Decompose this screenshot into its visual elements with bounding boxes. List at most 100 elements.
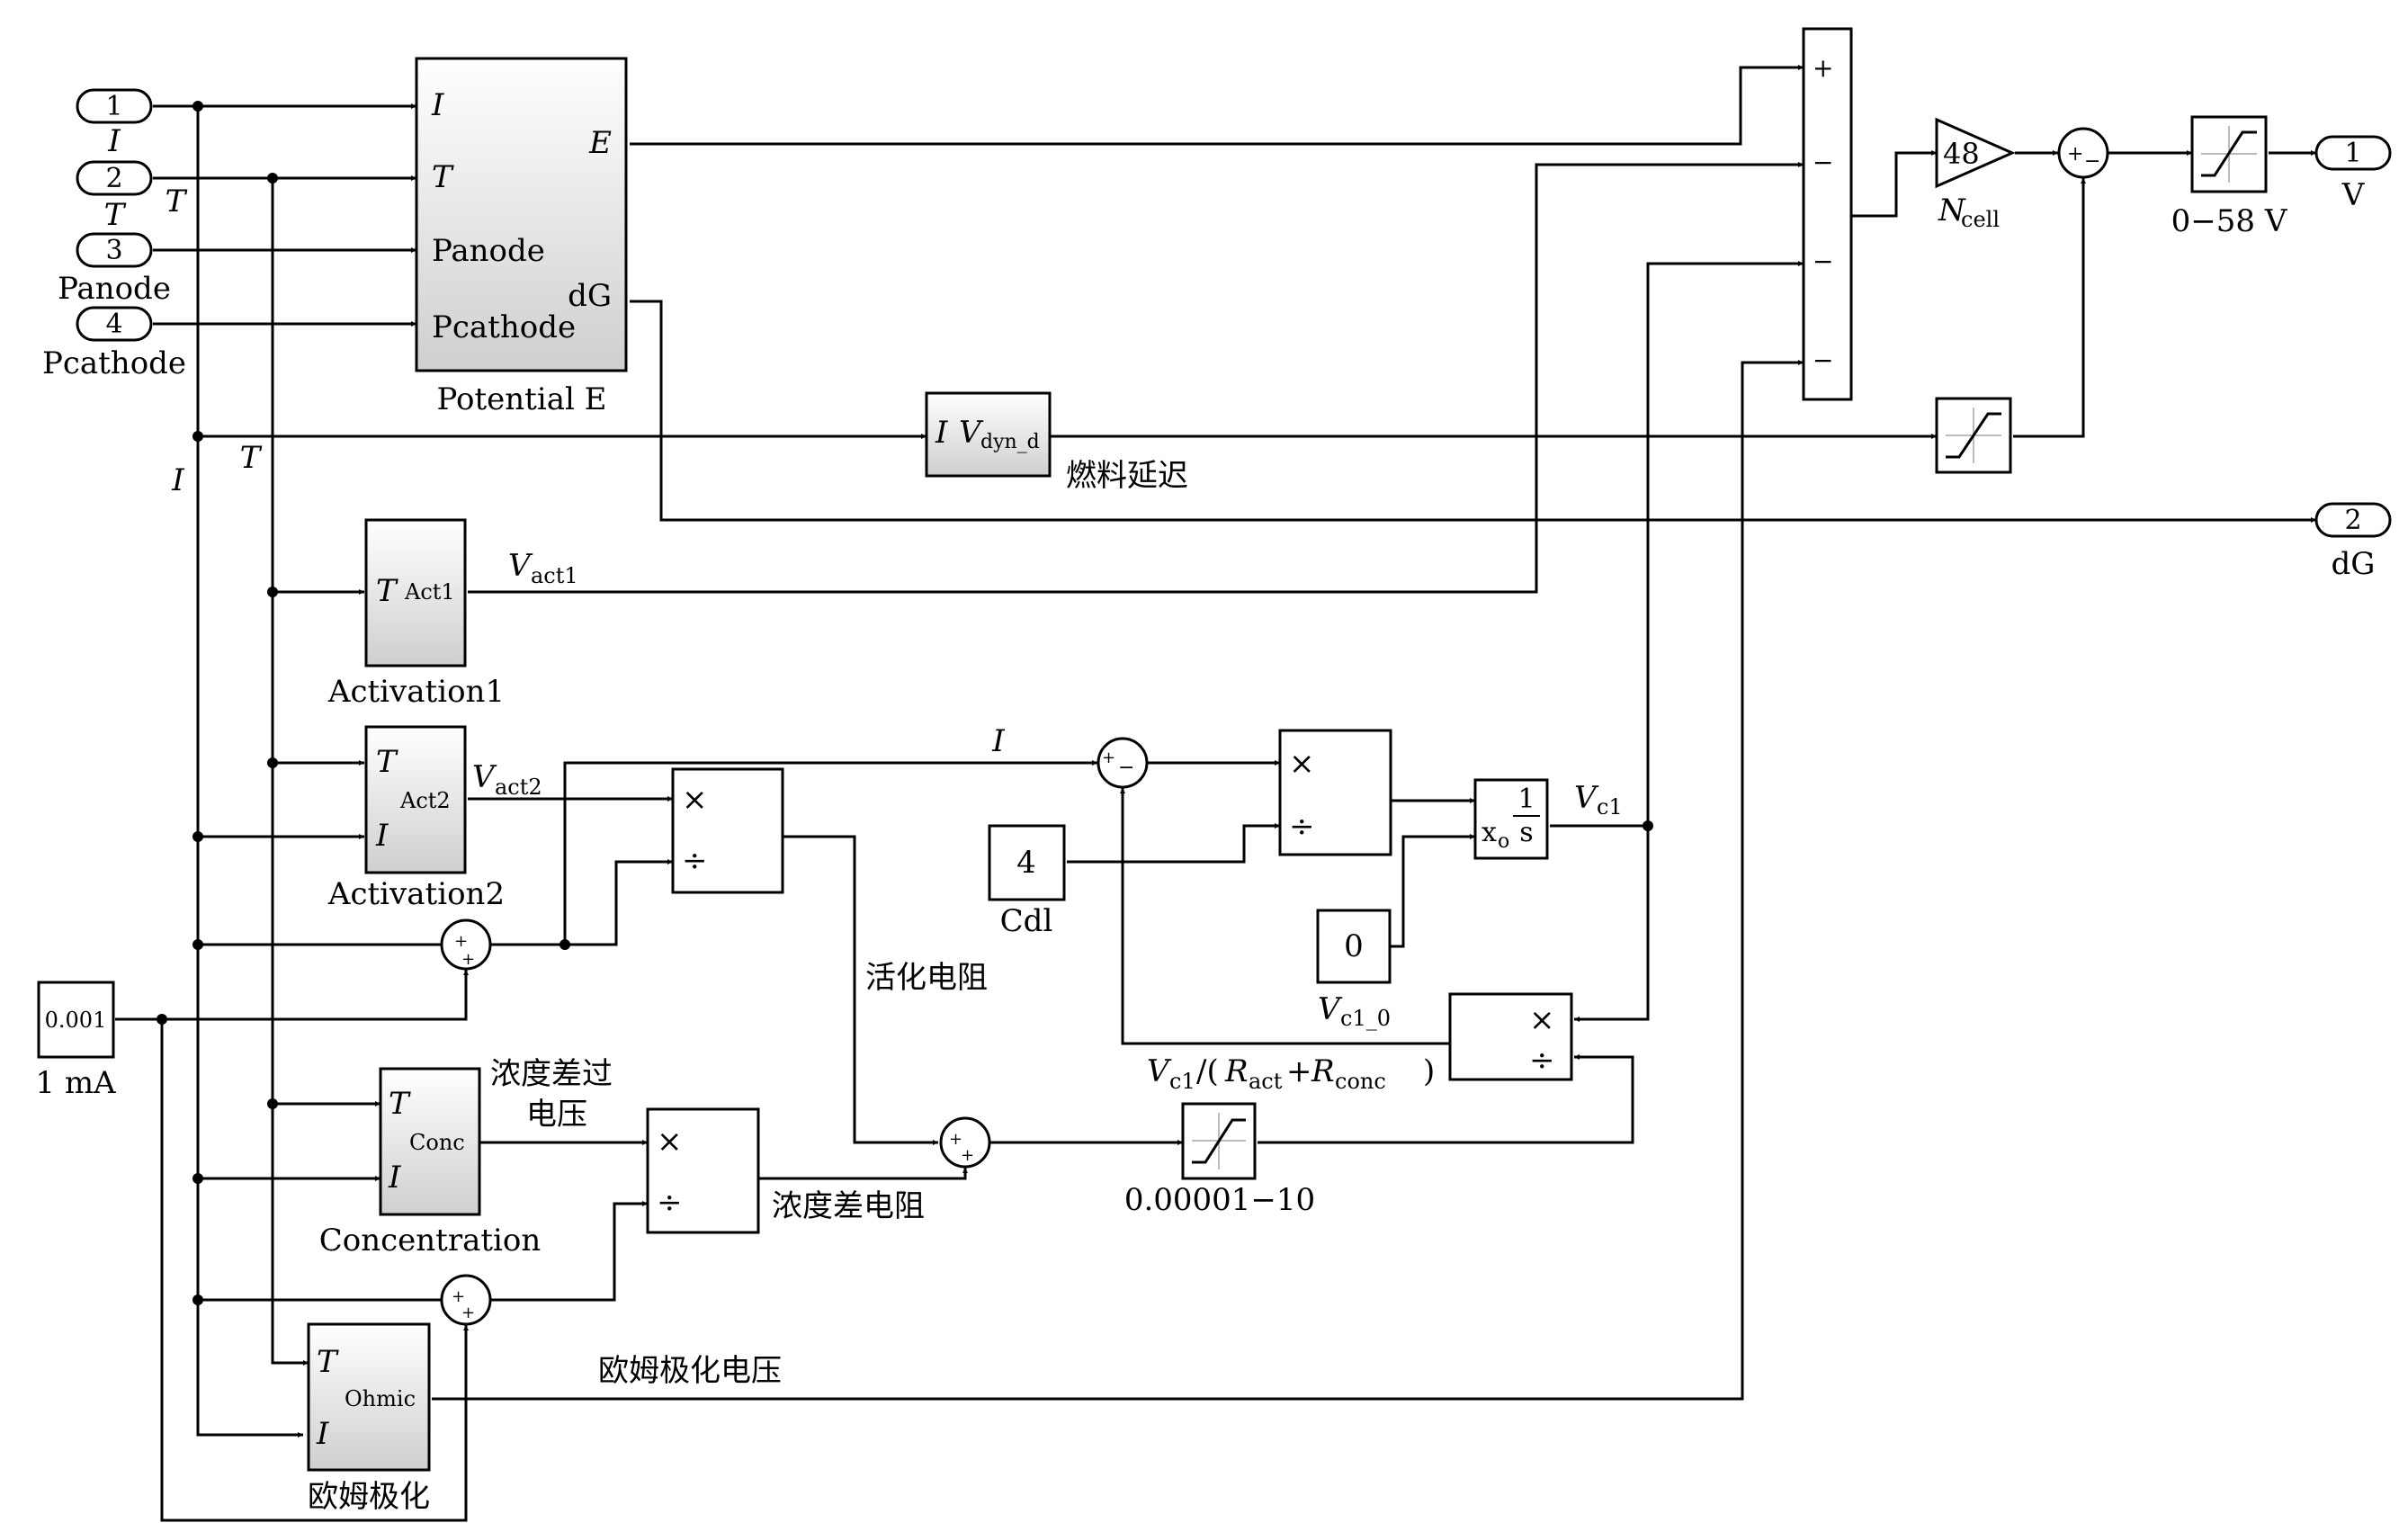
const-1ma-block[interactable]: 0.001 1 mA: [35, 981, 116, 1101]
svg-text:T: T: [104, 197, 127, 233]
svg-text:c1: c1: [1169, 1069, 1195, 1094]
label-T-bus: T: [240, 440, 263, 476]
svg-text:2: 2: [105, 163, 122, 194]
svg-text:−: −: [2084, 150, 2100, 173]
conc-resistance-label: 浓度差电阻: [772, 1188, 925, 1224]
inport-4[interactable]: 4 Pcathode: [42, 306, 186, 381]
svg-text:o: o: [1498, 830, 1509, 853]
wire-sum2-to-div4: [491, 1201, 648, 1302]
svg-text:V: V: [1574, 780, 1599, 816]
wires: [115, 65, 2316, 1522]
integrator-block[interactable]: 1 s x o: [1473, 778, 1549, 860]
svg-text:I: I: [431, 87, 444, 123]
svg-text:T: T: [389, 1086, 411, 1122]
wire-dG-to-outport: [630, 300, 2316, 523]
saturation-fuel-delay[interactable]: [1935, 397, 2012, 474]
svg-text:T: T: [317, 1344, 339, 1380]
svg-text:Panode: Panode: [58, 271, 171, 307]
activation2-block[interactable]: T I Act2 Activation2: [327, 725, 505, 912]
wire-vc1-to-sum: [1646, 261, 1804, 826]
wire-satfd-to-sumV: [2013, 178, 2086, 438]
conc-voltage-label-2: 电压: [526, 1097, 587, 1133]
ohmic-voltage-label: 欧姆极化电压: [598, 1353, 782, 1389]
wire-I-signal-to-sumI: [563, 760, 1097, 945]
svg-text:dG: dG: [2332, 546, 2376, 582]
const-vc10-block[interactable]: 0 V c1_0: [1316, 909, 1392, 1031]
wire-sum-to-gain: [1851, 150, 1937, 218]
svg-text:+: +: [2067, 143, 2083, 166]
svg-text:T: T: [432, 159, 454, 195]
wire-I-bus: [196, 106, 303, 1438]
inport-2[interactable]: 2 T: [76, 160, 153, 233]
svg-text:dyn_d: dyn_d: [980, 431, 1040, 453]
vact1-label: V act1: [508, 548, 578, 588]
divide-activation[interactable]: × ÷: [671, 767, 784, 894]
svg-text:+: +: [1286, 1053, 1312, 1089]
voltage-sum-block[interactable]: + − − −: [1802, 27, 1853, 401]
const-cdl-block[interactable]: 4 Cdl: [988, 824, 1066, 939]
svg-text:/(: /(: [1196, 1053, 1219, 1089]
svg-text:dG: dG: [568, 278, 612, 314]
sum2[interactable]: + +: [440, 1274, 492, 1326]
svg-text:V: V: [959, 415, 984, 451]
svg-text:÷: ÷: [1289, 809, 1315, 845]
sum-voltage[interactable]: + −: [2057, 127, 2109, 179]
svg-text:I: I: [388, 1160, 401, 1196]
activation2-name: Activation2: [327, 876, 505, 912]
potential-block-name: Potential E: [437, 381, 607, 417]
svg-text:×: ×: [1529, 1002, 1555, 1038]
svg-text:−: −: [1813, 345, 1833, 375]
activation1-name: Activation1: [327, 674, 505, 710]
wire-satR-to-div3: [1258, 1054, 1634, 1144]
svg-text:1: 1: [2344, 138, 2361, 169]
wire-actres-to-sumR: [783, 835, 938, 1145]
gain-ncell[interactable]: 48 N cell: [1935, 117, 2016, 232]
sum-current[interactable]: + −: [1097, 737, 1149, 789]
activation1-block[interactable]: T Act1 Activation1: [327, 518, 505, 710]
expr-label: V c1 /( R act + R conc ): [1147, 1053, 1435, 1094]
svg-text:÷: ÷: [682, 843, 708, 879]
wire-E-to-sum: [630, 65, 1804, 146]
outport-1[interactable]: 1 V: [2314, 135, 2392, 213]
divide-concentration[interactable]: × ÷: [646, 1107, 760, 1234]
inport-1[interactable]: 1 I: [76, 88, 153, 159]
outport-2[interactable]: 2 dG: [2314, 502, 2392, 582]
const-vc10-caption: V: [1318, 991, 1343, 1027]
svg-text:conc: conc: [1335, 1069, 1386, 1094]
saturation-output[interactable]: 0−58 V: [2171, 115, 2288, 239]
svg-text:I: I: [107, 123, 121, 159]
svg-text:−: −: [1813, 246, 1833, 276]
fuel-delay-caption: 燃料延迟: [1066, 458, 1188, 494]
svg-text:+: +: [961, 1146, 974, 1165]
wire-vc10-to-integrator: [1391, 834, 1475, 948]
svg-text:Pcathode: Pcathode: [432, 309, 576, 345]
svg-text:÷: ÷: [1529, 1043, 1555, 1079]
sum-resistance[interactable]: + +: [939, 1116, 991, 1169]
svg-text:+: +: [1813, 53, 1833, 83]
divide-vc1-resistance[interactable]: × ÷: [1448, 992, 1573, 1081]
sum1[interactable]: + +: [440, 918, 492, 971]
wire-1ma-to-sum2: [160, 1019, 469, 1522]
conc-voltage-label-1: 浓度差过: [490, 1056, 613, 1092]
concentration-block[interactable]: T I Conc Concentration: [319, 1067, 542, 1259]
saturation-resistance[interactable]: 0.00001−10: [1124, 1102, 1315, 1218]
ohmic-block[interactable]: T I Ohmic 欧姆极化: [307, 1322, 431, 1515]
svg-text:×: ×: [682, 782, 708, 818]
svg-text:act1: act1: [531, 563, 578, 588]
wire-vact1-to-sum: [468, 162, 1804, 594]
label-T-wire: T: [166, 184, 188, 219]
divide-cdl[interactable]: × ÷: [1278, 729, 1392, 856]
svg-text:act: act: [1249, 1069, 1283, 1094]
vc1-label: V c1: [1574, 780, 1623, 820]
inport-3[interactable]: 3 Panode: [58, 232, 171, 307]
svg-text:T: T: [376, 573, 398, 609]
potential-block[interactable]: I T Panode Pcathode E dG Potential E: [415, 57, 628, 417]
svg-text:Act1: Act1: [404, 579, 455, 605]
fuel-delay-block[interactable]: I V dyn_d 燃料延迟: [925, 391, 1188, 494]
const-1ma-caption: 1 mA: [35, 1065, 116, 1101]
svg-text:c1: c1: [1597, 794, 1623, 820]
svg-text:3: 3: [105, 235, 122, 266]
svg-text:V: V: [1147, 1053, 1172, 1089]
svg-text:+: +: [949, 1130, 962, 1149]
